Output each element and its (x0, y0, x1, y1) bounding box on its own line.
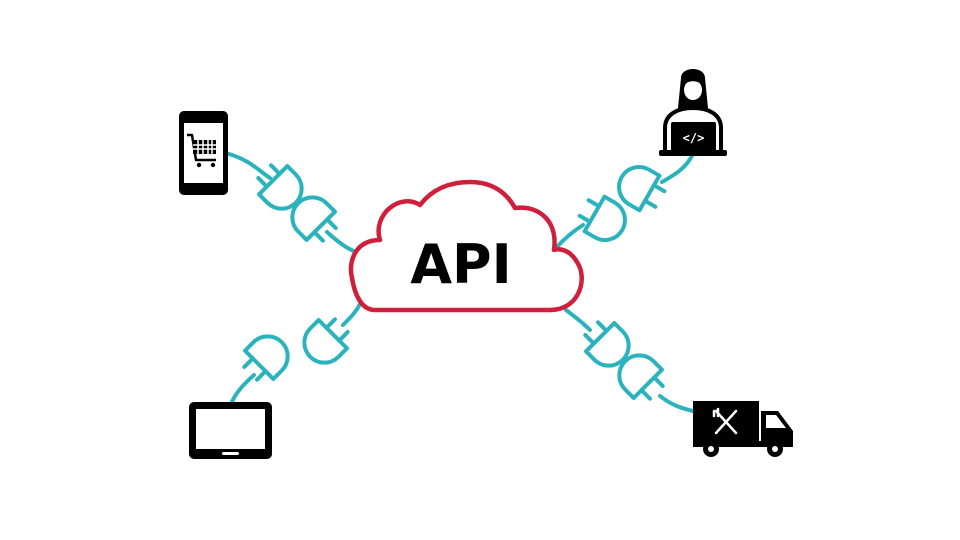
plug-tablet-outer (237, 328, 296, 387)
tablet-icon (189, 402, 272, 459)
cable-phone (224, 151, 272, 180)
svg-text:</>: </> (683, 131, 705, 145)
api-cloud (348, 179, 584, 313)
cable-truck-cloud (564, 308, 592, 332)
cable-tablet-cloud (341, 302, 362, 327)
cable-truck (658, 394, 695, 413)
cable-phone-cloud (325, 230, 358, 254)
smartphone-shopping-cart-icon (179, 111, 228, 195)
developer-with-laptop-icon: </> (659, 69, 727, 156)
food-delivery-truck-icon (693, 401, 793, 457)
api-label: API (410, 233, 511, 296)
cable-tablet (229, 373, 256, 406)
cable-developer (660, 152, 695, 184)
cable-developer-cloud (554, 223, 585, 250)
